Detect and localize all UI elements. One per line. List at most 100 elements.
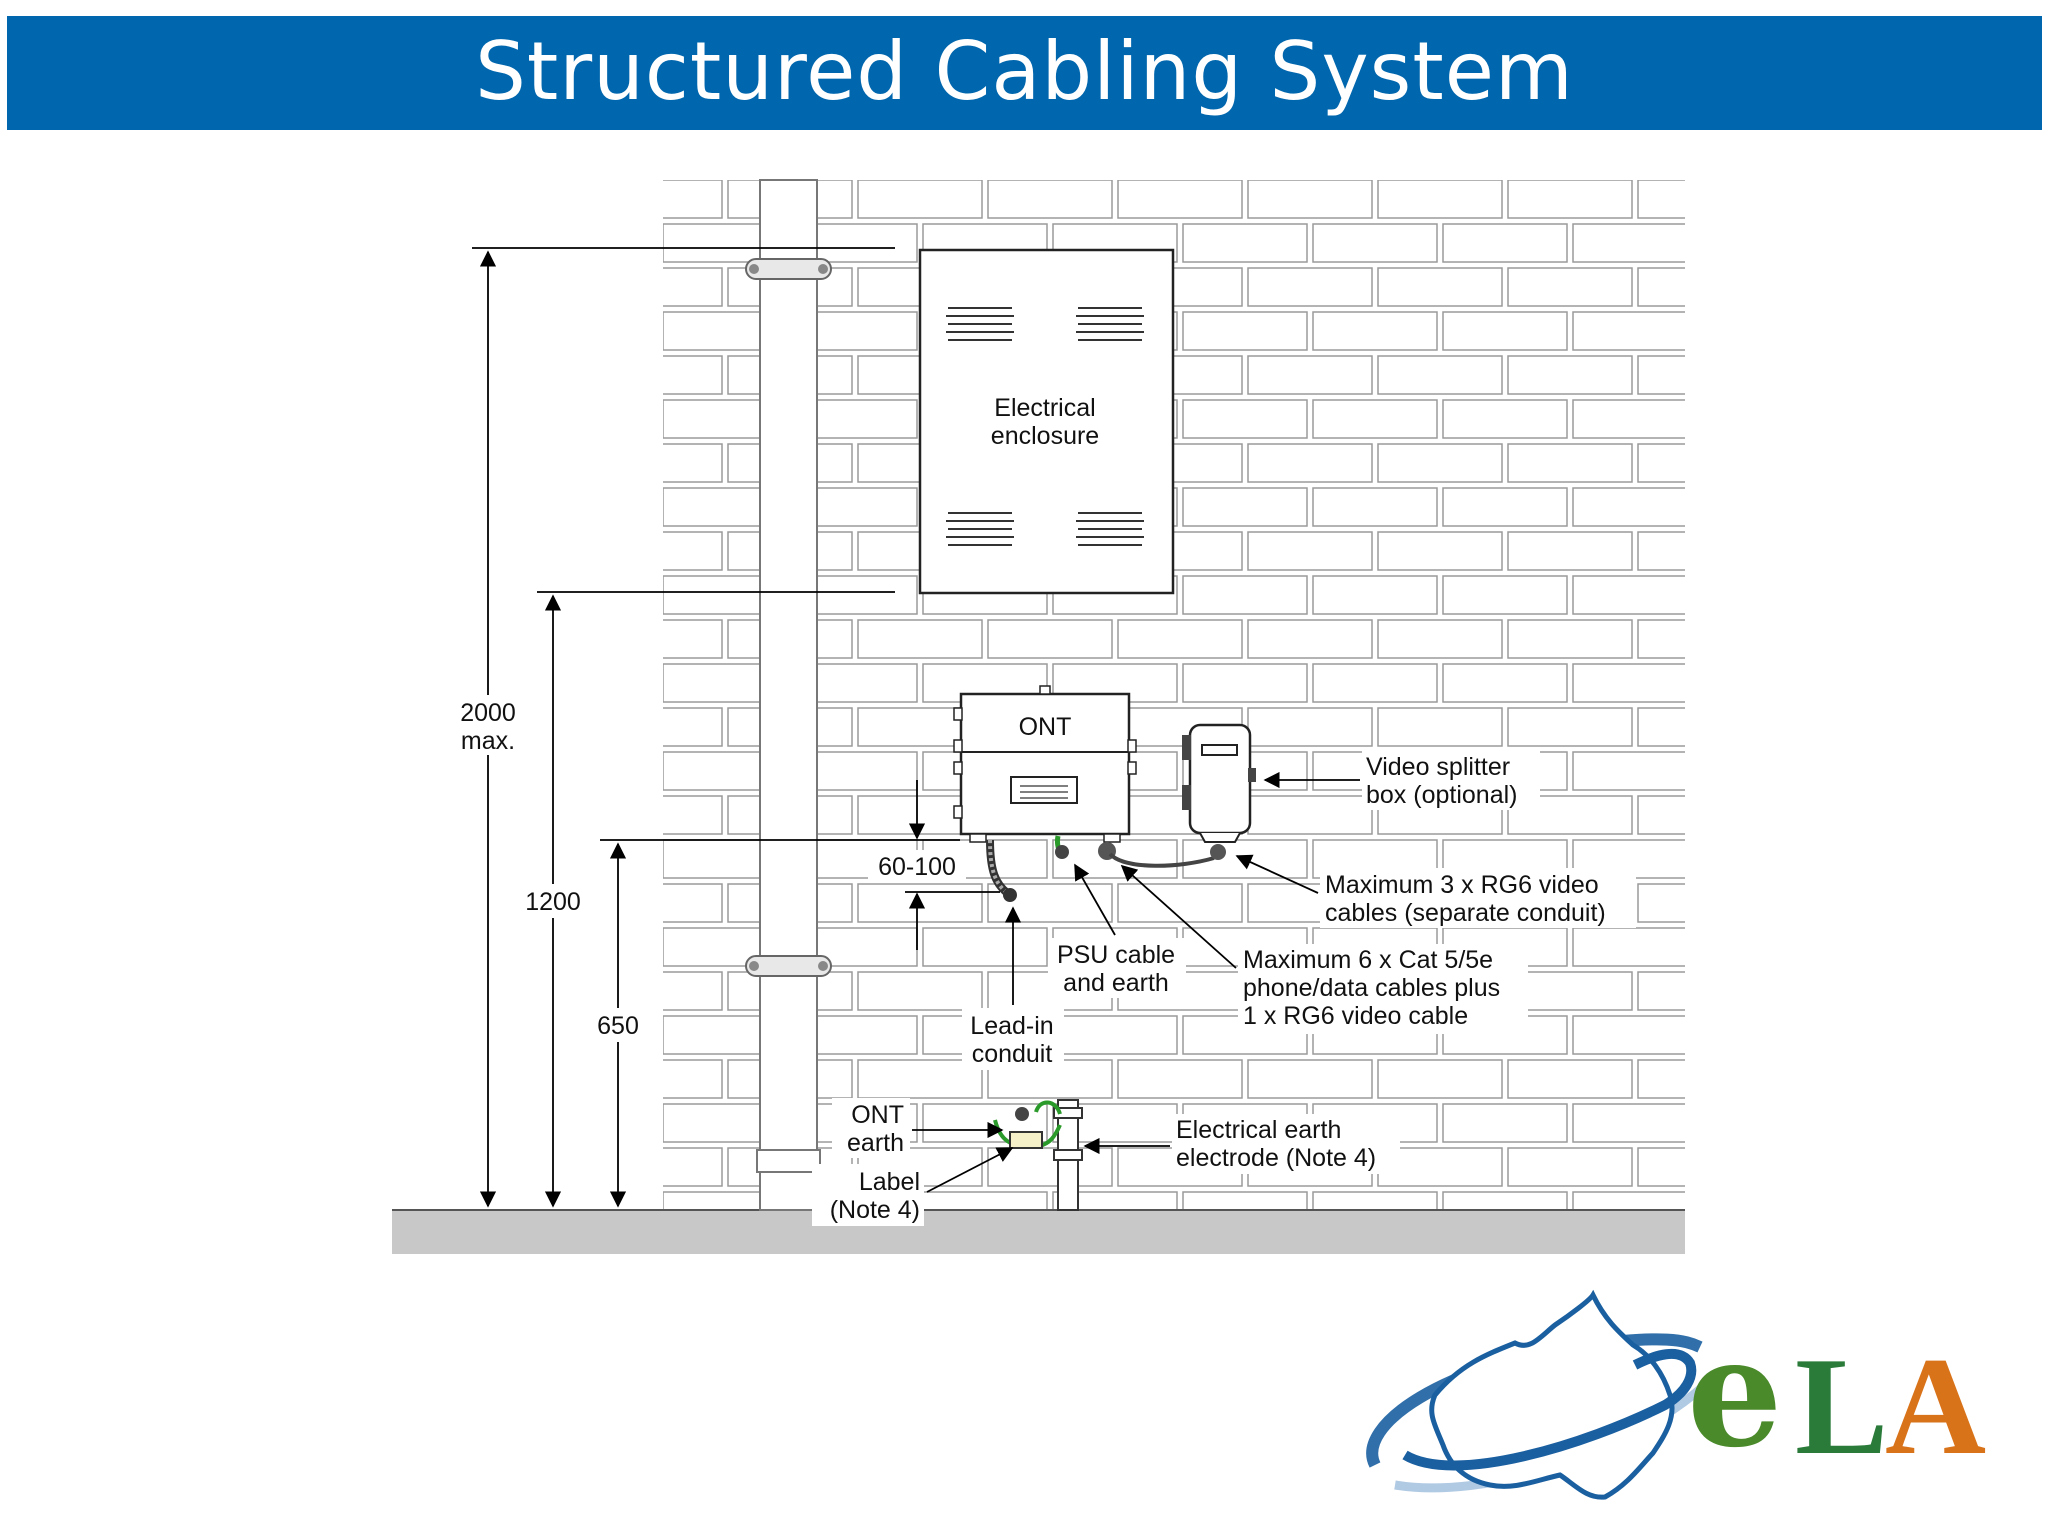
callout-label-note: Label: [859, 1168, 920, 1196]
brick: [1183, 136, 1307, 174]
video-splitter-box: [1182, 723, 1256, 860]
brick: [1637, 795, 1685, 835]
brick: [1507, 971, 1633, 1011]
brick: [1637, 619, 1685, 659]
ont-box: ONT: [953, 685, 1137, 843]
brick: [1572, 927, 1685, 967]
brick: [663, 619, 723, 659]
svg-text:Label(Note 4): Label(Note 4): [830, 1168, 920, 1224]
brick: [1507, 355, 1633, 395]
brick: [1507, 180, 1633, 219]
callout-psu-cable: and earth: [1063, 969, 1169, 997]
brick: [1313, 136, 1437, 174]
brick: [1507, 443, 1633, 483]
brick: [1443, 136, 1567, 174]
brick: [1312, 223, 1438, 263]
brick: [1052, 1191, 1178, 1210]
brick: [987, 619, 1113, 659]
callout-lead-in: Lead-in: [970, 1012, 1053, 1040]
brick: [1507, 267, 1633, 307]
callout-earth-electrode: Electrical earth: [1176, 1116, 1341, 1144]
brick: [533, 752, 657, 790]
brick: [1377, 267, 1503, 307]
brick: [922, 927, 1048, 967]
brick: [1507, 1147, 1633, 1187]
earth-electrode: [993, 1099, 1083, 1211]
brick: [533, 400, 657, 438]
callout-psu-cable: PSU cable: [1057, 941, 1175, 969]
ground: [392, 1210, 1685, 1254]
callout-rg6-cables: Maximum 3 x RG6 video: [1325, 871, 1599, 899]
callout-cat5-cables: 1 x RG6 video cable: [1243, 1002, 1468, 1030]
brick: [1182, 575, 1308, 615]
callout-cat5-cables: Maximum 6 x Cat 5/5e: [1243, 946, 1493, 974]
brick: [1247, 267, 1373, 307]
brick: [663, 1059, 723, 1099]
brick: [663, 355, 723, 395]
dim-max-height: max.: [461, 727, 515, 755]
brick: [1312, 487, 1438, 527]
dim-enclosure-base: 1200: [525, 888, 581, 916]
brick: [1572, 1191, 1685, 1210]
brick: [1247, 707, 1373, 747]
brick: [663, 136, 787, 174]
brick: [533, 664, 657, 702]
enclosure-label: Electrical: [994, 394, 1095, 422]
brick: [1572, 575, 1685, 615]
brick: [663, 267, 723, 307]
brick: [1377, 531, 1503, 571]
brick: [1507, 619, 1633, 659]
brick: [1182, 399, 1308, 439]
title-bar: Structured Cabling System: [7, 16, 2042, 130]
brick: [1312, 575, 1438, 615]
callout-video-splitter: Video splitter: [1366, 753, 1510, 781]
brick: [1377, 619, 1503, 659]
brick: [987, 180, 1113, 219]
callout-cat5-cables: phone/data cables plus: [1243, 974, 1500, 1002]
brick: [533, 928, 657, 966]
dim-ont-clearance: 60-100: [878, 853, 956, 881]
brick: [1637, 883, 1685, 923]
brick: [1572, 1103, 1685, 1143]
brick: [1247, 355, 1373, 395]
brick: [663, 707, 723, 747]
brick: [1247, 795, 1373, 835]
callout-earth-electrode: electrode (Note 4): [1176, 1144, 1376, 1172]
brick: [533, 312, 657, 350]
brick: [1637, 971, 1685, 1011]
brick: [1442, 487, 1568, 527]
brick: [857, 971, 983, 1011]
brick: [1377, 443, 1503, 483]
brick: [1573, 136, 1697, 174]
brick: [663, 1147, 723, 1187]
brick: [793, 136, 917, 174]
brick: [1572, 487, 1685, 527]
brick: [922, 1191, 1048, 1210]
brick: [1247, 180, 1373, 219]
brick: [1572, 751, 1685, 791]
brick: [1442, 311, 1568, 351]
brick: [857, 883, 983, 923]
dim-max-height: 2000: [460, 699, 516, 727]
brick: [1377, 180, 1503, 219]
brick: [1182, 223, 1308, 263]
callout-label-note: (Note 4): [830, 1196, 920, 1224]
brick: [1442, 575, 1568, 615]
brick: [1312, 311, 1438, 351]
brick: [533, 840, 657, 878]
logo-letter-A: A: [1885, 1329, 1986, 1484]
brick: [1637, 180, 1685, 219]
brick: [1052, 1015, 1178, 1055]
brick: [1442, 663, 1568, 703]
callout-video-splitter: box (optional): [1366, 781, 1517, 809]
brick: [1182, 663, 1308, 703]
callout-rg6-cables: cables (separate conduit): [1325, 899, 1606, 927]
brick: [1572, 311, 1685, 351]
brick: [1247, 619, 1373, 659]
